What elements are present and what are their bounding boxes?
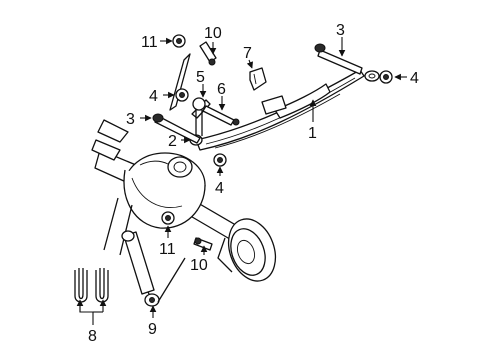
callout-11-upper: 11 <box>141 34 158 51</box>
shock-absorber <box>121 230 186 307</box>
callout-4-right: 4 <box>410 70 419 87</box>
callout-4-left: 4 <box>149 88 158 105</box>
callout-9: 9 <box>148 321 157 338</box>
leaf-spring <box>195 69 365 151</box>
nut-upper <box>172 34 186 48</box>
callout-5: 5 <box>196 69 205 86</box>
u-bolts <box>74 268 109 303</box>
shackle-assembly <box>189 97 240 146</box>
callout-7: 7 <box>243 45 252 62</box>
callout-6: 6 <box>217 81 226 98</box>
hanger-bolt <box>169 53 191 111</box>
callout-1: 1 <box>308 125 317 142</box>
bolt-left <box>152 113 201 144</box>
callout-10-lower: 10 <box>190 257 208 274</box>
bolt-upper <box>199 41 217 66</box>
callout-3-left: 3 <box>126 111 135 128</box>
nut-lower <box>213 153 227 167</box>
callout-labels: 11 10 3 7 4 5 6 4 3 1 2 4 11 10 9 8 <box>88 22 419 345</box>
nut-lower-left <box>161 211 175 225</box>
callout-10-upper: 10 <box>204 25 222 42</box>
bolt-lower <box>193 237 213 251</box>
jounce-bumper <box>249 67 267 91</box>
callout-4-lower: 4 <box>215 180 224 197</box>
nut-right <box>379 70 393 84</box>
brake-drum <box>217 218 277 282</box>
callout-11-lower: 11 <box>159 241 176 258</box>
callout-3-upper: 3 <box>336 22 345 39</box>
spring-bolt-upper <box>314 43 363 75</box>
spring-eye-front <box>364 70 380 82</box>
callout-2: 2 <box>168 133 177 150</box>
leader-lines <box>76 37 407 325</box>
callout-8: 8 <box>88 328 97 345</box>
